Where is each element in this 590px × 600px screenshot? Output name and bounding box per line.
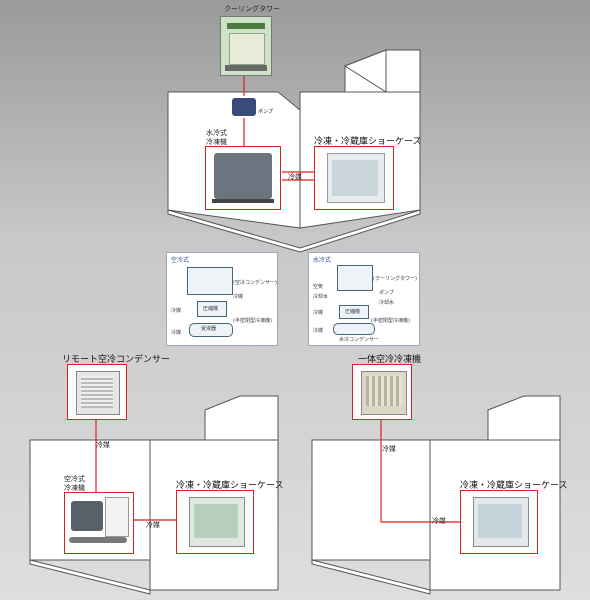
air-cooled-diagram-title: 空冷式 [171,257,190,264]
air-cooled-machine-box [64,492,134,554]
water-condenser-shape [333,323,375,335]
water-out-label: 冷却水 [313,294,329,300]
air-in-label: 冷媒 [171,308,182,314]
pump-label: ポンプ [258,109,273,115]
air-cooled-diagram: 空冷式 (空冷コンデンサー) 冷媒 圧縮機 (半密閉型冷凍機) 受液器 冷媒 冷… [166,252,278,346]
left-horizontal-pipe-label: 冷媒 [146,521,160,529]
water-cooled-machine-image [214,153,272,199]
water-condenser-label: 水冷コンデンサー [339,337,380,343]
top-showcase-box [314,146,394,210]
right-showcase-label: 冷凍・冷蔵庫ショーケース [460,481,568,491]
water-compressor-label: 圧縮機 [345,309,361,315]
right-pipes [380,420,470,523]
top-pipe-label: 冷媒 [288,173,302,181]
left-pipes [95,420,176,521]
air-cooled-label-1: 空冷式 [64,475,85,483]
water-in-label: 冷媒 [313,310,324,316]
remote-condenser-box [67,364,127,420]
water-tower-label: (クーリングタワー) [373,276,417,282]
air-out-label: 冷媒 [171,330,182,336]
air-condenser-shape [187,267,233,295]
remote-condenser-label: リモート空冷コンデンサー [62,355,171,365]
left-showcase-image [189,497,245,547]
top-showcase-image [327,153,385,203]
left-showcase-box [176,490,254,554]
water-tower-shape [337,265,373,291]
remote-condenser-image [76,371,120,415]
top-showcase-label: 冷凍・冷蔵庫ショーケース [314,137,422,147]
water-return-label: 冷却水 [379,300,395,306]
water-air-label: 空気 [313,284,324,290]
integrated-unit-box [352,364,412,420]
air-compressor-label: 圧縮機 [203,306,219,312]
air-cooled-machine-image [71,501,103,531]
cooling-tower-label: クーリングタワー [224,5,280,13]
right-vertical-pipe-label: 冷媒 [382,445,396,453]
integrated-unit-image [361,371,407,415]
air-cooled-label-2: 冷凍機 [64,484,85,492]
air-receiver-shape [189,323,233,337]
water-outlet-label: 冷媒 [313,328,324,334]
cooling-tower-image [220,16,272,76]
right-showcase-box [460,490,538,554]
air-condenser-label: (空冷コンデンサー) [233,280,277,286]
water-cooled-diagram-title: 水冷式 [313,257,332,264]
air-medium-label: 冷媒 [233,294,244,300]
left-vertical-pipe-label: 冷媒 [96,441,110,449]
water-cooled-machine-box [205,146,281,210]
water-cooled-label-2: 冷凍機 [206,138,227,146]
water-cooled-label-1: 水冷式 [206,129,227,137]
water-compressor-shape [339,305,369,319]
right-showcase-image [473,497,529,547]
top-pipes [243,72,314,181]
right-horizontal-pipe-label: 冷媒 [432,517,446,525]
integrated-unit-label: 一体空冷冷凍機 [358,355,422,365]
air-semi-sealed-label: (半密閉型冷凍機) [233,318,272,324]
pump-image [232,98,256,116]
air-compressor-shape [197,301,227,317]
water-cooled-diagram: 水冷式 (クーリングタワー) 空気 冷却水 ポンプ 冷却水 圧縮機 (半密閉型冷… [308,252,420,346]
left-showcase-label: 冷凍・冷蔵庫ショーケース [176,481,284,491]
water-semi-sealed-label: (半密閉型冷凍機) [371,318,410,324]
water-pump-label: ポンプ [379,290,394,296]
air-receiver-label: 受液器 [201,326,217,332]
